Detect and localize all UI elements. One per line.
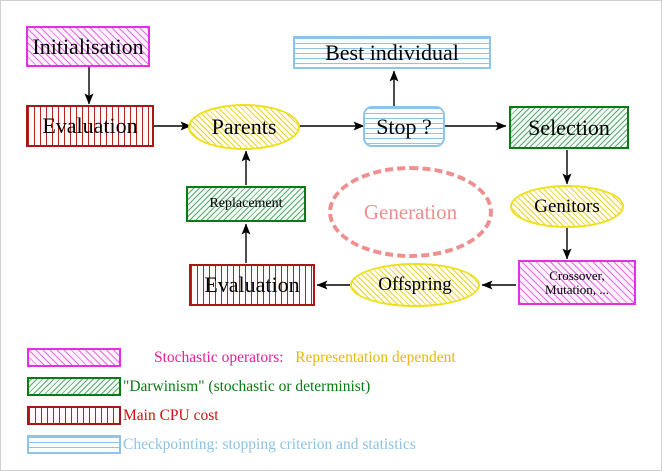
node-selection[interactable]: Selection bbox=[509, 106, 629, 149]
node-crossover-mutation[interactable]: Crossover, Mutation, ... bbox=[518, 260, 636, 305]
legend-swatch-red-vertical-lines-icon bbox=[27, 406, 121, 425]
node-stop[interactable]: Stop ? bbox=[363, 106, 445, 147]
legend-spacer bbox=[284, 349, 296, 366]
node-evaluation-top[interactable]: Evaluation bbox=[26, 105, 154, 147]
node-initialisation[interactable]: Initialisation bbox=[26, 26, 150, 67]
legend-swatch-green-diagonal-hatch-icon bbox=[27, 377, 121, 396]
legend-label-checkpointing: Checkpointing: stopping criterion and st… bbox=[123, 435, 416, 453]
legend: Stochastic operators: Representation dep… bbox=[1, 343, 661, 459]
legend-text-primary: Stochastic operators: bbox=[154, 348, 284, 366]
legend-row: "Darwinism" (stochastic or determinist) bbox=[1, 372, 661, 401]
legend-label-stochastic-operators: Stochastic operators: Representation dep… bbox=[123, 331, 456, 385]
node-best-individual[interactable]: Best individual bbox=[293, 36, 491, 69]
legend-text-secondary: Representation dependent bbox=[295, 348, 456, 366]
legend-swatch-blue-horizontal-lines-icon bbox=[27, 435, 121, 454]
node-parents[interactable]: Parents bbox=[188, 104, 300, 150]
node-replacement[interactable]: Replacement bbox=[186, 186, 306, 222]
node-evaluation-bottom[interactable]: Evaluation bbox=[189, 264, 315, 306]
legend-row: Stochastic operators: Representation dep… bbox=[1, 343, 661, 372]
legend-swatch-magenta-diagonal-hatch-icon bbox=[27, 348, 121, 367]
node-offspring[interactable]: Offspring bbox=[350, 263, 480, 307]
legend-label-main-cpu-cost: Main CPU cost bbox=[123, 406, 219, 424]
legend-row: Main CPU cost bbox=[1, 401, 661, 430]
node-genitors[interactable]: Genitors bbox=[510, 185, 624, 228]
legend-row: Checkpointing: stopping criterion and st… bbox=[1, 430, 661, 459]
legend-label-darwinism: "Darwinism" (stochastic or determinist) bbox=[123, 377, 371, 395]
node-generation: Generation bbox=[328, 166, 493, 258]
